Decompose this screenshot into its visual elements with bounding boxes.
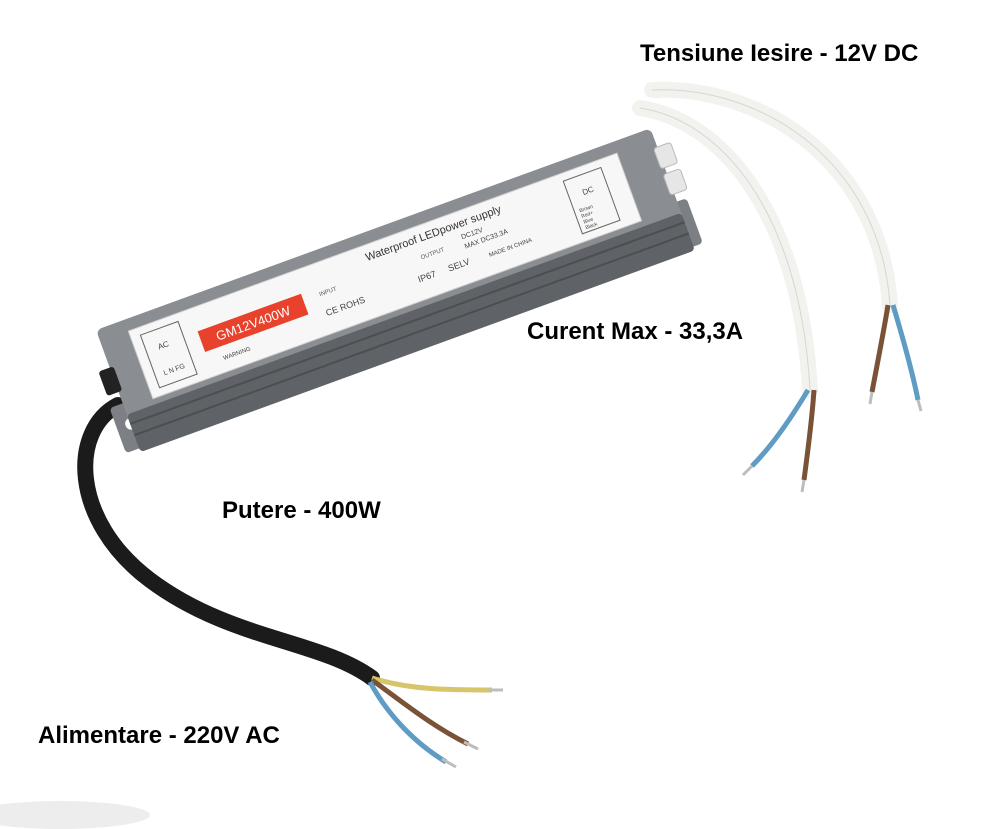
- power-supply-housing: GM12V400W Waterproof LEDpower supply INP…: [97, 129, 702, 453]
- dc-tip-1: [741, 464, 754, 477]
- model-badge: [197, 293, 309, 353]
- blue-label: Blue: [583, 216, 595, 225]
- input-supply-callout: Alimentare - 220V AC: [38, 722, 280, 749]
- blue-wire-tip: [441, 757, 457, 769]
- brown-wire-dc-2: [869, 304, 891, 393]
- brown-wire-ac: [370, 677, 470, 747]
- red-label: Red+: [581, 210, 594, 220]
- output-voltage-callout: Tensiune Iesire - 12V DC: [640, 40, 919, 67]
- ac-diagram-label: AC: [157, 339, 171, 351]
- blue-wire-ac: [367, 680, 448, 765]
- dc-diagram-label: DC: [581, 185, 595, 197]
- brown-wire-dc-1: [801, 389, 817, 481]
- power-callout: Putere - 400W: [222, 497, 381, 524]
- cable-gland-right-1: [653, 142, 678, 169]
- dc-tip-3: [868, 391, 874, 405]
- cable-gland-right-2: [663, 168, 688, 196]
- brown-label: Brown: [579, 204, 595, 215]
- ac-input-cable: [77, 397, 380, 686]
- cable-gland-left: [99, 367, 122, 396]
- input-label: INPUT: [319, 286, 338, 298]
- blue-wire-dc-2: [890, 304, 921, 401]
- dc-tip-4: [916, 399, 923, 412]
- floor-shadow: [0, 801, 150, 829]
- black-label: Black: [585, 221, 599, 231]
- product-label: [127, 152, 643, 400]
- max-current-callout: Curent Max - 33,3A: [527, 318, 744, 345]
- ac-diagram: [139, 320, 198, 389]
- dc-tip-2: [800, 479, 806, 493]
- brown-wire-tip: [463, 740, 479, 751]
- dc-diagram: [562, 166, 621, 235]
- yellow-wire: [371, 675, 493, 693]
- dc-output-cable-2-outline: [651, 89, 891, 306]
- blue-wire-dc-1: [750, 388, 811, 468]
- dc-output-cable-1-outline: [639, 107, 811, 391]
